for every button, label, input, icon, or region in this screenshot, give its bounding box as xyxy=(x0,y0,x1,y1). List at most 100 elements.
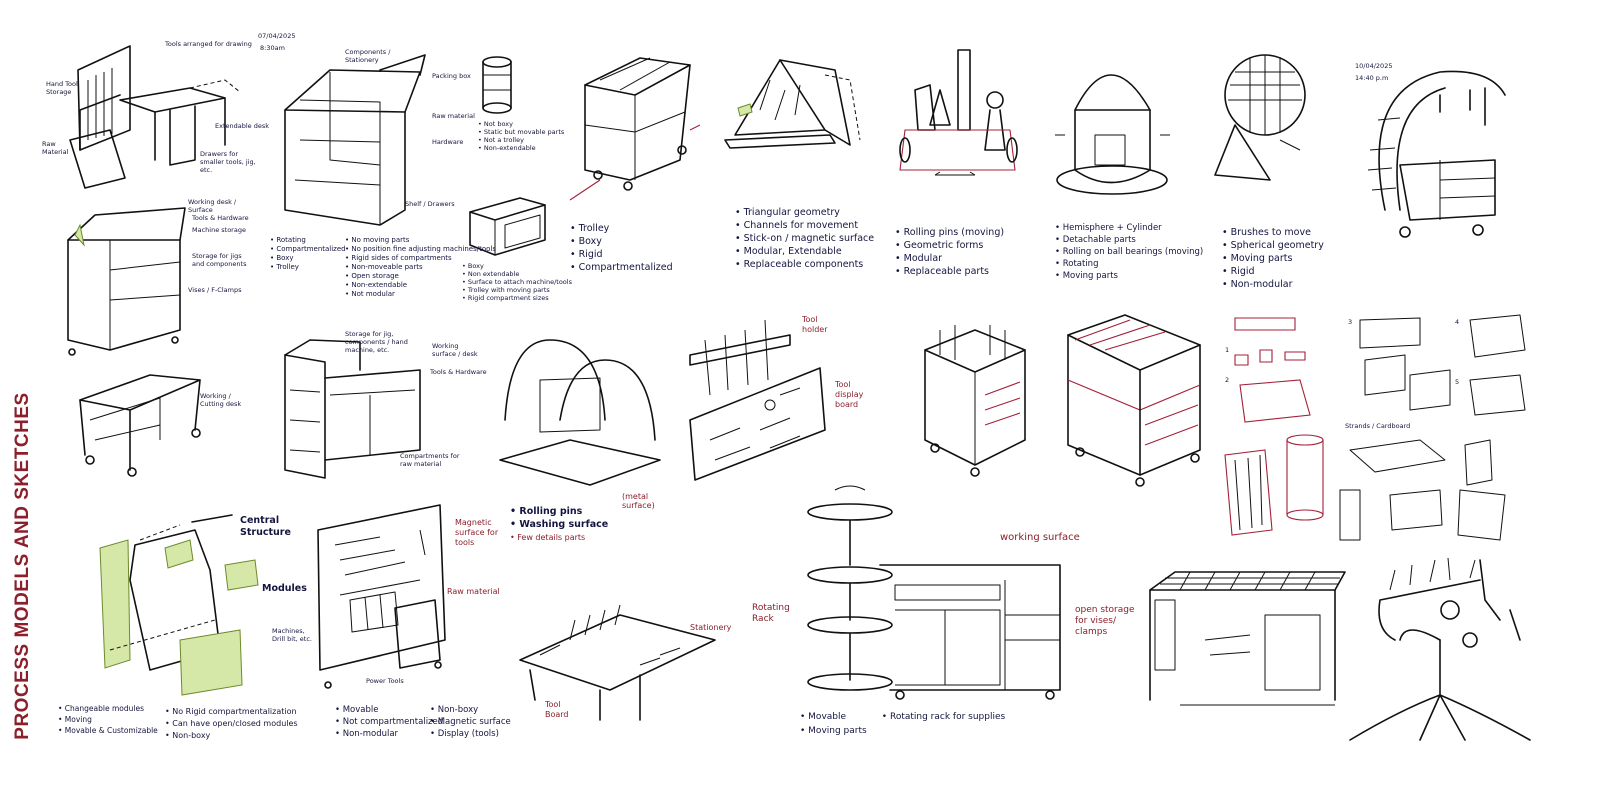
note-working-surface: working surface xyxy=(1000,532,1080,543)
note-tools-hardware: Tools & Hardware xyxy=(192,214,249,222)
list-7-item: • Modular xyxy=(895,253,943,264)
list-10: • Rolling pins • Washing surface • Few d… xyxy=(510,505,608,544)
sketch-cutting-trolley xyxy=(79,374,201,477)
note-shelf-drawers: Shelf / Drawers xyxy=(405,200,455,208)
list-7: • Rolling pins (moving) • Geometric form… xyxy=(895,226,1004,278)
note-raw-material-2: Raw material xyxy=(432,112,475,120)
list-8-item: • Moving parts xyxy=(1055,271,1118,281)
list-11-item: • Changeable modules xyxy=(58,704,144,713)
list-6: • Triangular geometry • Channels for mov… xyxy=(735,206,874,271)
note-storage-jig-components: Storage for jig, components / hand machi… xyxy=(345,330,408,354)
sketch-tree-stand xyxy=(1349,557,1531,741)
list-2-item: • No position fine adjusting machines/to… xyxy=(345,245,496,253)
note-hardware: Hardware xyxy=(432,138,464,146)
sketch-tool-holder xyxy=(689,319,791,396)
note-magnetic-surface: Magnetic surface for tools xyxy=(455,518,499,547)
list-7-item: • Geometric forms xyxy=(895,240,984,251)
list-7-item: • Rolling pins (moving) xyxy=(895,227,1005,238)
list-15-item: • Moving parts xyxy=(800,726,867,736)
list-6-item: • Replaceable components xyxy=(735,259,864,270)
list-2-item: • Open storage xyxy=(345,272,399,280)
sketch-sphere-brush xyxy=(1214,54,1306,181)
list-14-item: • Non-boxy xyxy=(430,705,479,715)
note-open-storage: open storage for vises/ clamps xyxy=(1075,605,1135,637)
list-1-item: • Boxy xyxy=(270,254,294,262)
list-13-item: • Not compartmentalized xyxy=(335,717,444,727)
sketch-red-cabinet xyxy=(1067,314,1201,487)
list-8-item: • Hemisphere + Cylinder xyxy=(1055,223,1162,233)
note-rotating-rack: Rotating Rack xyxy=(752,603,790,624)
list-2-item: • No moving parts xyxy=(345,236,410,244)
sketch-tool-board xyxy=(519,604,716,721)
list-12-item: • Can have open/closed modules xyxy=(165,719,298,728)
list-3-item: • Not a trolley xyxy=(478,136,524,144)
sketch-trolley xyxy=(569,57,701,201)
list-8-item: • Rolling on ball bearings (moving) xyxy=(1055,247,1204,257)
sketch-thumbnails xyxy=(1224,314,1526,541)
sketch-arch-frame xyxy=(499,339,661,486)
list-11-item: • Moving xyxy=(58,715,92,724)
list-4-item: • Rigid compartment sizes xyxy=(462,294,549,302)
note-hand-tool-storage: Hand Tool Storage xyxy=(46,80,78,96)
marker-4: 4 xyxy=(1455,318,1460,326)
note-time-2: 14:40 p.m xyxy=(1355,74,1389,82)
marker-5: 5 xyxy=(1455,378,1460,386)
sketch-tool-desk xyxy=(69,45,241,189)
list-11: • Changeable modules • Moving • Movable … xyxy=(58,703,158,736)
list-3: • Not boxy • Static but movable parts • … xyxy=(478,120,564,152)
list-12: • No Rigid compartmentalization • Can ha… xyxy=(165,706,298,742)
list-5-item: • Compartmentalized xyxy=(570,262,673,273)
list-1: • Rotating • Compartmentalized • Boxy • … xyxy=(270,236,346,272)
list-3-item: • Not boxy xyxy=(478,120,513,128)
list-6-item: • Channels for movement xyxy=(735,220,859,231)
sketch-storage-cabinet xyxy=(284,54,426,226)
list-14-item: • Display (tools) xyxy=(430,729,499,739)
note-tool-holder: Tool holder xyxy=(802,315,828,334)
sketch-display-board xyxy=(689,367,826,481)
sketch-small-cabinet xyxy=(469,197,546,256)
list-10-item: • Few details parts xyxy=(510,533,586,542)
note-machine-storage: Machine storage xyxy=(192,226,246,234)
list-15-item: • Movable xyxy=(800,712,847,722)
list-7-item: • Replaceable parts xyxy=(895,266,989,277)
note-tools-arranged: Tools arranged for drawing xyxy=(165,40,252,48)
list-2-item: • Non-moveable parts xyxy=(345,263,423,271)
note-working-surface-small: Working surface / desk xyxy=(432,342,478,358)
sketch-cabinet-vise xyxy=(67,207,186,356)
list-12-item: • Non-boxy xyxy=(165,731,211,740)
list-9-item: • Brushes to move xyxy=(1222,227,1311,238)
list-5-item: • Rigid xyxy=(570,249,603,260)
list-9-item: • Rigid xyxy=(1222,266,1255,277)
note-metal-surface: (metal surface) xyxy=(622,492,655,510)
sketch-arch-cabinet xyxy=(1367,70,1506,238)
note-power-tools: Power Tools xyxy=(366,677,404,685)
sketch-pegboard xyxy=(317,504,446,689)
list-5-item: • Trolley xyxy=(570,223,610,234)
list-13-item: • Non-modular xyxy=(335,729,399,739)
list-12-item: • No Rigid compartmentalization xyxy=(165,707,297,716)
note-strands: Strands / Cardboard xyxy=(1345,422,1411,430)
list-2-item: • Not modular xyxy=(345,290,395,298)
note-tools-hardware-2: Tools & Hardware xyxy=(430,368,487,376)
note-packing-box: Packing box xyxy=(432,72,471,80)
list-5: • Trolley • Boxy • Rigid • Compartmental… xyxy=(570,222,673,274)
sketch-rolling-pins xyxy=(899,49,1018,176)
sketch-cylinder xyxy=(482,56,512,114)
sketch-tall-cabinet xyxy=(284,339,421,479)
note-raw-material-3: Raw material xyxy=(447,587,500,596)
sketch-rotating-rack xyxy=(807,485,1061,700)
note-raw-material: Raw Material xyxy=(42,140,69,156)
sketch-hemisphere xyxy=(1055,74,1170,195)
list-8-item: • Rotating xyxy=(1055,259,1099,269)
list-2-item: • Non-extendable xyxy=(345,281,408,289)
note-stationery: Stationery xyxy=(690,623,732,632)
list-4-item: • Surface to attach machine/tools xyxy=(462,278,572,286)
note-date-1: 07/04/2025 xyxy=(258,32,296,40)
note-components: Components / Stationery xyxy=(345,48,391,64)
note-tool-display-board: Tool display board xyxy=(835,380,864,409)
list-4-item: • Boxy xyxy=(462,262,484,270)
note-working-desk: Working desk / Surface xyxy=(188,198,237,214)
marker-3: 3 xyxy=(1348,318,1353,326)
